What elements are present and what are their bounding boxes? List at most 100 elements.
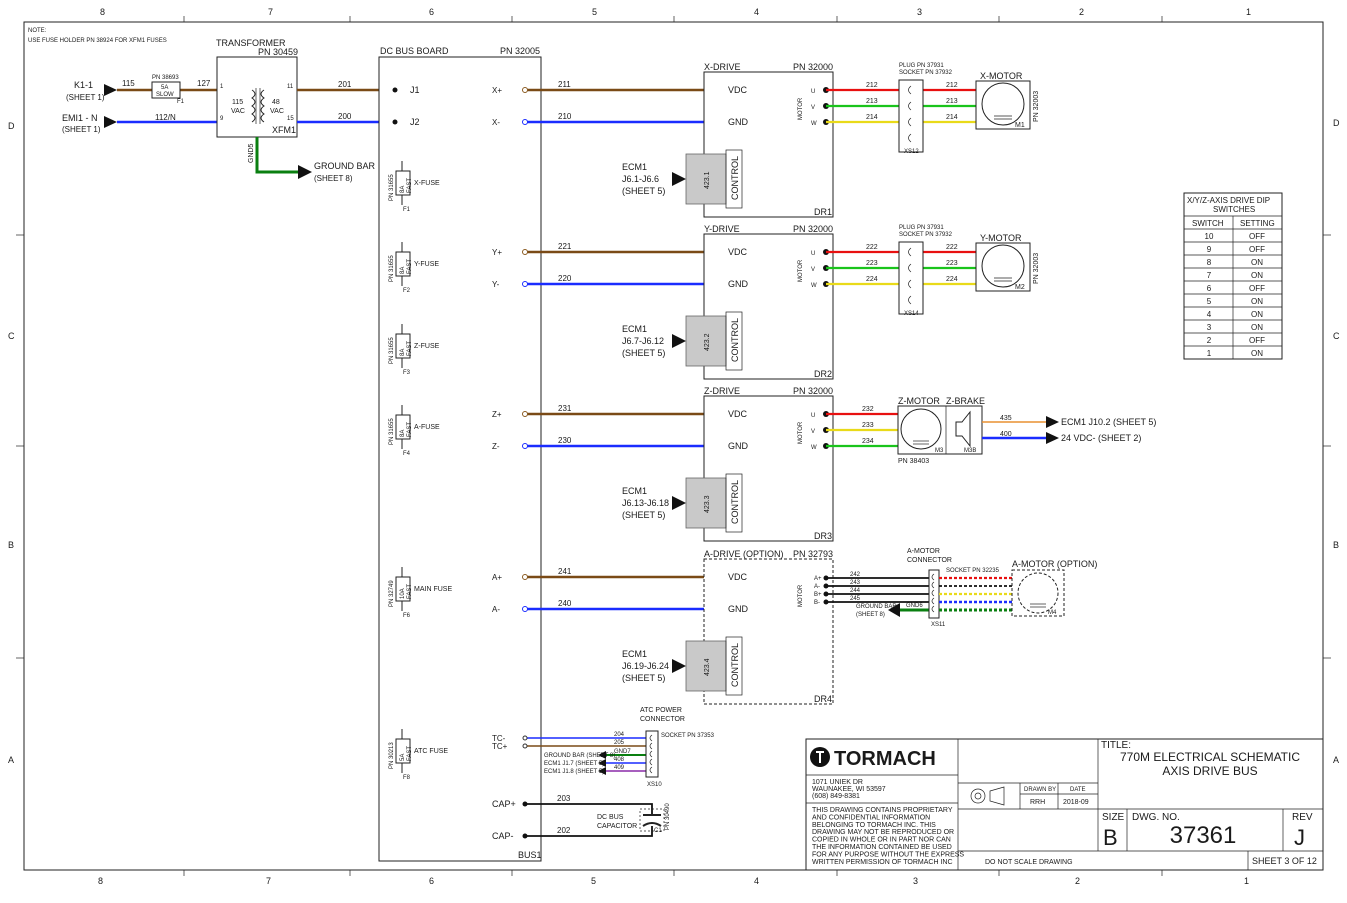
atc-ecm-j18: ECM1 J1.8 (SHEET 5) [544, 769, 604, 775]
note-title: NOTE: [28, 28, 47, 34]
bus-id: BUS1 [518, 850, 542, 860]
rev-value: J [1294, 825, 1305, 850]
dip-switch-number: 8 [1207, 258, 1212, 267]
grid-col-5: 5 [592, 7, 597, 17]
a-ground-sheet: (SHEET 8) [856, 612, 885, 618]
fuse-type: FAST [407, 259, 413, 274]
z-motor-icon [900, 408, 942, 450]
wire-plus: 221 [558, 242, 572, 251]
fuse-label: A-FUSE [414, 424, 440, 431]
ecm-j10-arrow-icon [1046, 416, 1059, 428]
title-label: TITLE: [1101, 740, 1131, 751]
dip-switch-number: 9 [1207, 245, 1212, 254]
phase-label: V [811, 267, 815, 273]
transformer-secondary: 48 [272, 99, 280, 106]
legal-line: THIS DRAWING CONTAINS PROPRIETARY [812, 807, 953, 814]
fuse-pn: PN 30213 [389, 742, 395, 769]
wire-202: 202 [557, 826, 571, 835]
primary-coil-icon [251, 89, 256, 123]
cap-pn: PN 30490 [665, 803, 671, 830]
drive-control-label: CONTROL [730, 156, 740, 200]
fuse-type: FAST [407, 584, 413, 599]
wire-233: 233 [862, 422, 874, 429]
y-motor-icon [981, 244, 1025, 288]
a-phase-label: A- [814, 584, 820, 590]
dwg-label: DWG. NO. [1132, 812, 1180, 823]
wire-minus: 230 [558, 436, 572, 445]
drive-gnd: GND [728, 604, 749, 614]
wire-234: 234 [862, 438, 874, 445]
drive-gnd: GND [728, 279, 749, 289]
bus-title: DC BUS BOARD [380, 46, 449, 56]
transformer-pin-15: 15 [287, 116, 294, 122]
y-motor-box [975, 242, 1031, 292]
dip-switch-setting: ON [1251, 310, 1263, 319]
dip-switch-number: 7 [1207, 271, 1212, 280]
wire-204: 204 [614, 732, 625, 738]
drive-vdc: VDC [728, 247, 748, 257]
wire-222-b: 222 [946, 244, 958, 251]
input-fuse-type: SLOW [156, 92, 174, 98]
wire-214-b: 214 [946, 114, 958, 121]
ecm-pins: J6.19-J6.24 [622, 661, 669, 671]
x-motor-box [975, 80, 1031, 130]
a-phase-label: B+ [814, 592, 822, 598]
ecm-name: ECM1 [622, 486, 647, 496]
drive-pn: PN 32000 [793, 386, 833, 396]
a-motor-icon [1017, 572, 1059, 614]
dip-switch-setting: ON [1251, 271, 1263, 280]
grid-col-4: 4 [754, 7, 759, 17]
bus-plus-label: A+ [492, 573, 502, 582]
x-motor-title: X-MOTOR [980, 71, 1023, 81]
fuse-id: F3 [403, 370, 411, 376]
drive-id: DR1 [814, 207, 832, 217]
bus-plus-label: X+ [492, 86, 502, 95]
k1-label: K1-1 [74, 80, 93, 90]
title-line1: 770M ELECTRICAL SCHEMATIC [1120, 750, 1300, 764]
x-motor-id: M1 [1015, 122, 1025, 129]
a-gnd6: GND6 [906, 603, 923, 609]
dip-switch-number: 3 [1207, 323, 1212, 332]
x-socket-pn: SOCKET PN 37932 [899, 70, 953, 76]
wire-205: 205 [614, 740, 625, 746]
input-fuse-id: F1 [177, 99, 185, 105]
transformer-pin-1: 1 [220, 84, 224, 90]
wire-214: 214 [866, 114, 878, 121]
wire-223-b: 223 [946, 260, 958, 267]
bus-plus-label: Z+ [492, 410, 502, 419]
wire-244: 244 [850, 588, 861, 594]
z-motor-pn: PN 38403 [898, 458, 929, 465]
drive-id: DR2 [814, 369, 832, 379]
drive-motor-label: MOTOR [798, 584, 804, 607]
dip-switch-table: X/Y/Z-AXIS DRIVE DIP SWITCHES SWITCH SET… [1183, 192, 1283, 360]
legal-line: AND CONFIDENTIAL INFORMATION [812, 814, 930, 821]
fuse-pn: PN 31655 [389, 255, 395, 282]
bus-j1: J1 [410, 85, 420, 95]
grid-col-5-bottom: 5 [591, 876, 596, 886]
vdc-arrow-icon [1046, 432, 1059, 444]
wire-112n: 112/N [155, 113, 176, 122]
wire-plus: 231 [558, 404, 572, 413]
bus-plus-label: Y+ [492, 248, 502, 257]
a-connector-title2: CONNECTOR [907, 557, 952, 564]
wire-232: 232 [862, 406, 874, 413]
ecm-sheet: (SHEET 5) [622, 186, 665, 196]
grid-col-3-bottom: 3 [913, 876, 918, 886]
wire-212: 212 [866, 82, 878, 89]
size-label: SIZE [1102, 812, 1125, 823]
grid-row-b-left: B [8, 540, 14, 550]
atc-ground-bar: GROUND BAR (SHEET 8) [544, 753, 615, 759]
input-fuse-pn: PN 38693 [152, 75, 179, 81]
dip-switch-setting: ON [1251, 349, 1263, 358]
a-ground-arrow-icon [888, 603, 900, 617]
ecm-pins: J6.7-J6.12 [622, 336, 664, 346]
x-plug-pn: PLUG PN 37931 [899, 63, 944, 69]
legal-line: COPIED IN WHOLE OR IN PART NOR CAN [812, 837, 951, 844]
